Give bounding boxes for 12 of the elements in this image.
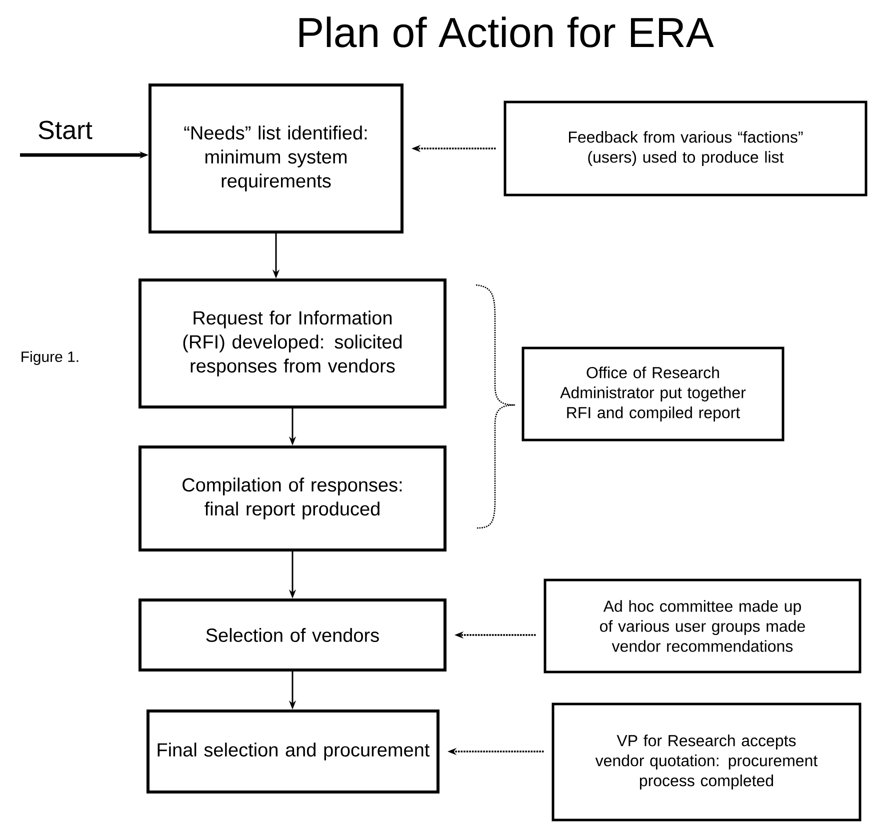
note-box: Office of Research Administrator put together RFI and compiled report bbox=[522, 346, 784, 442]
title: Plan of Action for ERA bbox=[300, 16, 714, 48]
note-box: Ad hoc committee made up of various user groups made vendor recommendations bbox=[544, 578, 862, 674]
text-label: Figure 1. bbox=[22, 351, 78, 365]
process-box: Selection of vendors bbox=[138, 598, 446, 672]
process-box: Request for Information (RFI) developed: solicited responses from vendors bbox=[138, 278, 446, 408]
process-box: “Needs” list identified: minimum system requirements bbox=[148, 84, 404, 234]
text-label: Start bbox=[38, 120, 92, 140]
process-box: Final selection and procurement bbox=[146, 710, 440, 794]
process-box: Compilation of responses: final report produced bbox=[138, 446, 446, 552]
note-box: VP for Research accepts vendor quotation: procurement process completed bbox=[552, 702, 862, 822]
note-box: Feedback from various “factions” (users) used to produce list bbox=[504, 100, 868, 196]
